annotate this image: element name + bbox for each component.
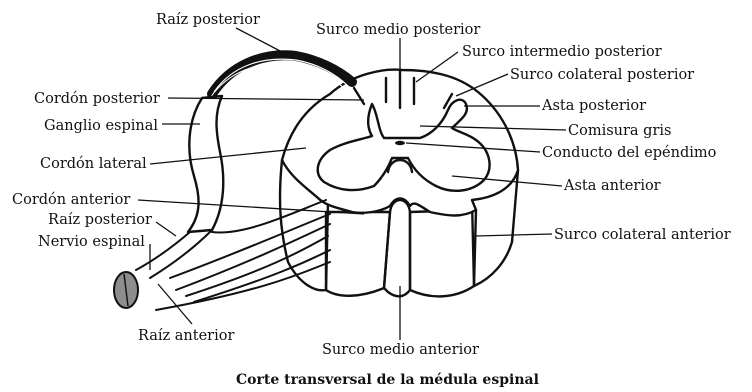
leader-raiz-posterior-left bbox=[156, 222, 176, 236]
label-surco-medio-posterior: Surco medio posterior bbox=[316, 22, 480, 38]
nerve-line-2 bbox=[150, 230, 212, 278]
spinal-ganglion bbox=[188, 96, 223, 232]
nerve-line-3 bbox=[212, 200, 326, 232]
label-surco-intermedio-posterior: Surco intermedio posterior bbox=[462, 44, 662, 60]
posterior-root-band bbox=[212, 55, 352, 94]
label-raiz-posterior-top: Raíz posterior bbox=[156, 12, 260, 28]
label-nervio-espinal: Nervio espinal bbox=[38, 234, 145, 250]
label-asta-anterior: Asta anterior bbox=[563, 178, 661, 194]
cord-lobe-inner-left bbox=[326, 212, 390, 296]
label-surco-colateral-posterior: Surco colateral posterior bbox=[510, 67, 694, 83]
diagram-caption: Corte transversal de la médula espinal bbox=[236, 372, 539, 387]
label-cordon-anterior: Cordón anterior bbox=[12, 192, 130, 208]
leader-raiz-posterior-top bbox=[236, 28, 282, 52]
label-surco-medio-anterior: Surco medio anterior bbox=[322, 342, 479, 358]
central-canal bbox=[395, 141, 405, 145]
cord-lobe-inner-right bbox=[410, 210, 476, 296]
label-comisura-gris: Comisura gris bbox=[568, 123, 671, 139]
label-raiz-anterior: Raíz anterior bbox=[138, 328, 234, 344]
label-ganglio-espinal: Ganglio espinal bbox=[44, 118, 158, 134]
cross-section bbox=[282, 70, 518, 216]
label-surco-colateral-anterior: Surco colateral anterior bbox=[554, 227, 731, 243]
nerve-line-5 bbox=[176, 224, 330, 290]
anterior-median-fissure-cut bbox=[384, 200, 410, 296]
leader-surco-colateral-anterior bbox=[476, 234, 552, 236]
label-cordon-posterior: Cordón posterior bbox=[34, 91, 160, 107]
label-conducto-ependimo: Conducto del epéndimo bbox=[542, 145, 716, 161]
label-cordon-lateral: Cordón lateral bbox=[40, 156, 147, 172]
label-raiz-posterior-left: Raíz posterior bbox=[48, 212, 152, 228]
label-asta-posterior: Asta posterior bbox=[541, 98, 646, 114]
